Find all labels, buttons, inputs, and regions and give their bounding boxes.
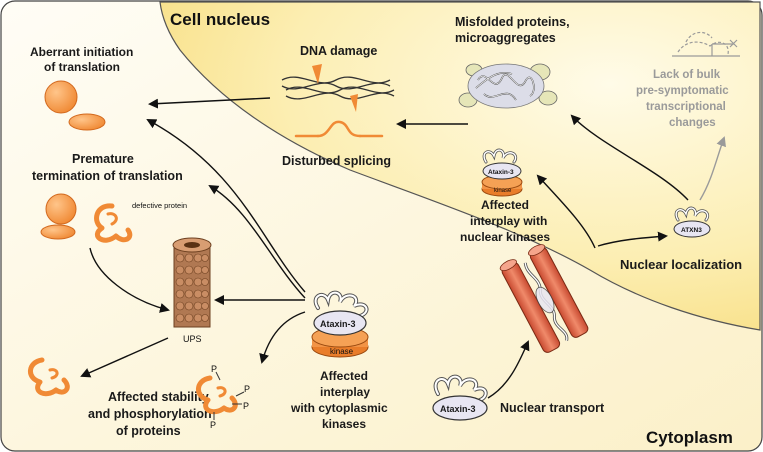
premature-label-2: termination of translation [32,169,183,183]
arrow-ataxin-to-phospho [259,311,306,364]
defective-protein-icon [94,203,133,243]
arrow-protein-to-ups [89,247,170,313]
aberrant-initiation-label-2: of translation [44,60,120,74]
phospho-marker-1: P [211,364,217,374]
unstable-protein-icon [28,357,70,397]
phospho-marker-3: P [243,401,249,411]
arrow-atxn3-to-lack [699,136,726,201]
kinase-label: kinase [330,347,354,356]
ribosome-icon [44,80,106,131]
lack-label-4: changes [669,117,716,129]
misfolded-label-1: Misfolded proteins, [455,15,570,29]
proteasome-icon [172,237,212,328]
nuclear-kinase-label-1: Affected [481,198,529,212]
arrow-ups-to-stability [80,337,169,378]
nuclear-kinase-label-2: interplay with [470,214,547,228]
ataxin3-nuclear-kinase-complex [481,148,523,197]
phosphorylated-protein-icon [196,371,245,420]
defective-protein-label: defective protein [132,201,187,210]
microaggregates-icon [458,63,558,109]
phospho-marker-2: P [244,384,250,394]
lack-label-2: pre-symptomatic [636,85,729,97]
stability-label-1: Affected stability [108,390,209,404]
cyto-kinase-label-3: with cytoplasmic [290,401,388,415]
splicing-rna-icon [294,120,384,138]
aberrant-initiation-label-1: Aberrant initiation [30,45,133,59]
nuclear-localization-label: Nuclear localization [620,257,742,272]
phospho-marker-4: P [210,420,216,430]
arrow-pore-to-atxn3 [597,231,668,247]
atxn3-nuclear-icon [673,206,711,238]
ataxin3-label: Ataxin-3 [320,319,356,329]
nucleus-title: Cell nucleus [170,10,270,29]
nuclear-kinase-label-3: nuclear kinases [460,230,550,244]
arrow-ataxin-to-initiation [146,119,306,293]
cyto-kinase-label-1: Affected [320,369,368,383]
ataxin3-kinase-complex [311,290,369,358]
cytoplasm-title: Cytoplasm [646,428,733,447]
arrow-pore-to-nuclear-kinase [536,174,596,249]
cyto-kinase-label-4: kinases [322,417,366,431]
lack-label-3: transcriptional [646,101,726,113]
nuclear-pore-icon [499,244,589,353]
kinase-small-label: kinase [494,188,512,194]
ataxin3-transport-label: Ataxin-3 [440,404,476,414]
ataxin3-transport-icon [432,374,488,421]
stability-label-3: of proteins [116,424,181,438]
arrow-atxn3-to-misfolded [570,114,689,201]
stability-label-2: and phosphorylation [88,407,212,421]
lack-label-1: Lack of bulk [653,69,721,81]
ups-label: UPS [183,334,202,344]
arrow-ataxin-to-premature [208,184,306,299]
ataxin3-small-label: Ataxin-3 [488,169,514,176]
splicing-label: Disturbed splicing [282,154,391,168]
premature-label-1: Premature [72,152,134,166]
arrow-transport-to-pore [487,340,530,399]
transcription-ghost-icon [672,31,740,57]
atxn3-label: ATXN3 [681,227,702,234]
dna-damage-label: DNA damage [300,44,377,58]
nuclear-transport-label: Nuclear transport [500,401,605,415]
nucleus-region [159,1,761,331]
cyto-kinase-label-2: interplay [320,385,370,399]
dna-helix-icon [281,64,395,112]
arrow-dna-to-initiation [148,97,271,109]
misfolded-label-2: microaggregates [455,31,556,45]
split-ribosome-icon [40,193,77,240]
